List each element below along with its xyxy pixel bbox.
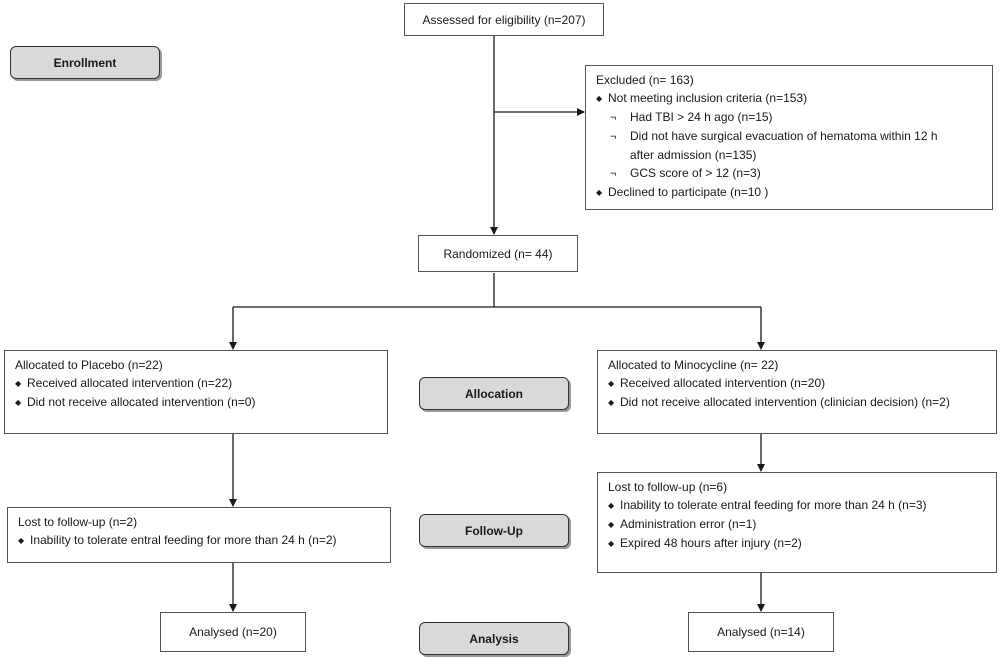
excluded-sub-continuation: after admission (n=135) [630, 148, 757, 162]
placebo-not-received-text: Did not receive allocated intervention (… [27, 395, 256, 409]
stage-follow-up: Follow-Up [419, 514, 569, 547]
placebo-analysed-box: Analysed (n=20) [160, 612, 306, 652]
bullet-icon: ◆ [596, 94, 603, 103]
placebo-not-received-item: ◆ Did not receive allocated intervention … [15, 393, 387, 412]
minocycline-lost-title: Lost to follow-up (n=6) [608, 480, 728, 494]
minocycline-analysed-box: Analysed (n=14) [688, 612, 834, 652]
excluded-sub-text: GCS score of > 12 (n=3) [630, 166, 761, 180]
bullet-icon: ◆ [596, 188, 603, 197]
minocycline-lost-reason-item: ◆ Administration error (n=1) [608, 515, 996, 534]
bullet-icon: ◆ [608, 379, 615, 388]
minocycline-lost-reason-item: ◆ Inability to tolerate entral feeding fo… [608, 496, 996, 515]
minocycline-followup-box: Lost to follow-up (n=6) ◆ Inability to to… [597, 472, 997, 573]
excluded-sub-text: Did not have surgical evacuation of hema… [630, 129, 938, 143]
minocycline-not-received-text: Did not receive allocated intervention (… [620, 395, 950, 409]
stage-analysis: Analysis [419, 622, 569, 655]
bullet-icon: ◆ [608, 501, 615, 510]
excluded-declined-item: ◆ Declined to participate (n=10 ) [596, 183, 992, 202]
minocycline-lost-reason-item: ◆ Expired 48 hours after injury (n=2) [608, 534, 996, 553]
sub-mark-icon: ¬ [610, 112, 617, 124]
placebo-lost-title: Lost to follow-up (n=2) [18, 515, 138, 529]
placebo-lost-reason-item: ◆ Inability to tolerate entral feeding fo… [18, 531, 390, 550]
excluded-title: Excluded (n= 163) [596, 73, 694, 87]
excluded-not-meeting-item: ◆ Not meeting inclusion criteria (n=153) [596, 89, 992, 108]
minocycline-analysed-text: Analysed (n=14) [717, 625, 805, 639]
minocycline-not-received-item: ◆ Did not receive allocated intervention … [608, 393, 996, 412]
assessed-text: Assessed for eligibility (n=207) [422, 12, 586, 27]
minocycline-allocated-title: Allocated to Minocycline (n= 22) [608, 358, 779, 372]
bullet-icon: ◆ [608, 398, 615, 407]
placebo-received-item: ◆ Received allocated intervention (n=22) [15, 374, 387, 393]
minocycline-received-text: Received allocated intervention (n=20) [620, 376, 826, 390]
placebo-allocated-title: Allocated to Placebo (n=22) [15, 358, 163, 372]
bullet-icon: ◆ [608, 520, 615, 529]
bullet-icon: ◆ [15, 379, 22, 388]
placebo-followup-box: Lost to follow-up (n=2) ◆ Inability to to… [7, 507, 391, 563]
stage-allocation: Allocation [419, 377, 569, 410]
sub-mark-icon: ¬ [610, 168, 617, 180]
placebo-allocation-box: Allocated to Placebo (n=22) ◆ Received al… [4, 350, 388, 434]
excluded-sub-item: ¬ GCS score of > 12 (n=3) [596, 164, 992, 183]
bullet-icon: ◆ [608, 539, 615, 548]
sub-mark-icon: ¬ [610, 131, 617, 143]
assessed-box: Assessed for eligibility (n=207) [404, 3, 604, 36]
randomized-box: Randomized (n= 44) [418, 235, 578, 272]
minocycline-lost-reason-text: Inability to tolerate entral feeding for… [620, 498, 927, 512]
excluded-box: Excluded (n= 163) ◆ Not meeting inclusion… [585, 65, 993, 210]
minocycline-lost-reason-text: Expired 48 hours after injury (n=2) [620, 536, 802, 550]
placebo-received-text: Received allocated intervention (n=22) [27, 376, 233, 390]
placebo-analysed-text: Analysed (n=20) [189, 625, 277, 639]
randomized-text: Randomized (n= 44) [443, 246, 553, 261]
minocycline-allocation-box: Allocated to Minocycline (n= 22) ◆ Receiv… [597, 350, 997, 434]
stage-enrollment: Enrollment [10, 46, 160, 79]
bullet-icon: ◆ [18, 536, 25, 545]
minocycline-lost-reason-text: Administration error (n=1) [620, 517, 757, 531]
minocycline-received-item: ◆ Received allocated intervention (n=20) [608, 374, 996, 393]
excluded-sub-item: ¬ Had TBI > 24 h ago (n=15) [596, 108, 992, 127]
excluded-not-meeting-text: Not meeting inclusion criteria (n=153) [608, 91, 808, 105]
excluded-sub-item: ¬ Did not have surgical evacuation of hem… [596, 127, 992, 146]
bullet-icon: ◆ [15, 398, 22, 407]
excluded-sub-text: Had TBI > 24 h ago (n=15) [630, 110, 773, 124]
placebo-lost-reason-text: Inability to tolerate entral feeding for… [30, 533, 337, 547]
excluded-declined-text: Declined to participate (n=10 ) [608, 185, 769, 199]
